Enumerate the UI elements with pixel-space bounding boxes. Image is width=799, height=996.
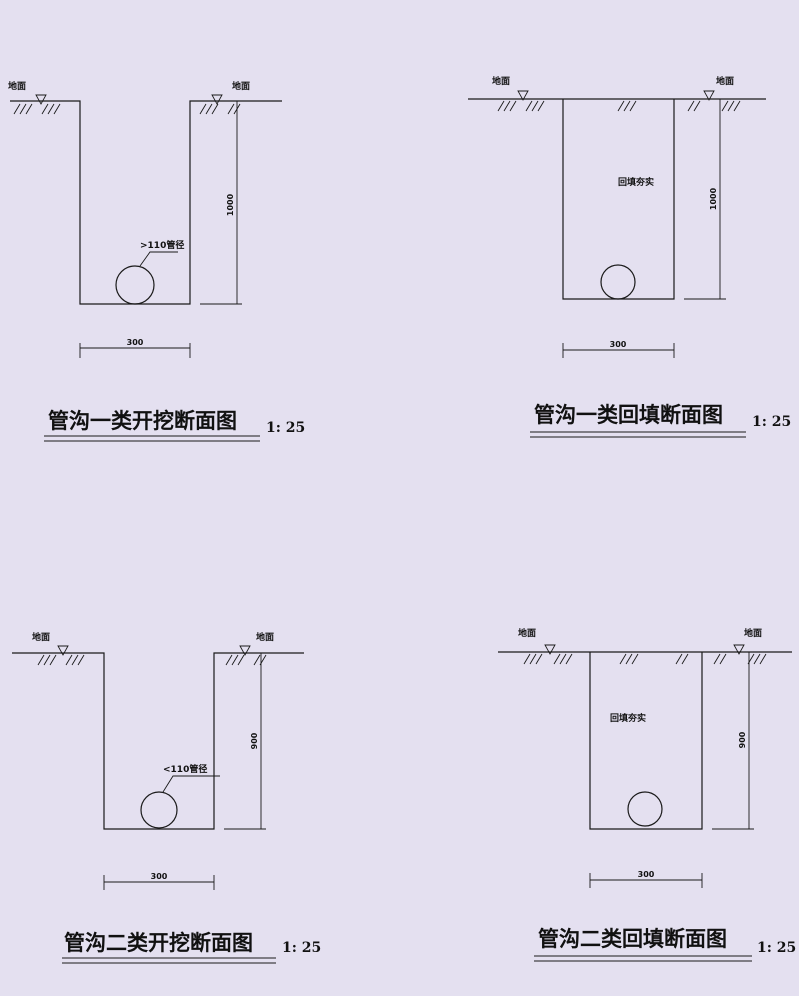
backfill-label: 回填夯实 xyxy=(610,712,646,724)
ground-level-marker-icon xyxy=(239,645,251,656)
scale-label: 1: 25 xyxy=(757,940,796,956)
drawing-class1-excavation: 地面 地面 1000 >110管径 300 管沟一类开挖断面图 1: 25 xyxy=(8,80,305,442)
ground-label-left: 地面 xyxy=(32,631,50,643)
title-underline xyxy=(44,435,260,442)
depth-dimension-line xyxy=(712,652,754,830)
depth-label: 900 xyxy=(250,732,259,749)
width-label: 300 xyxy=(127,338,144,347)
title-underline xyxy=(534,955,752,962)
trench-outline xyxy=(10,100,282,305)
drawing-class1-backfill: 地面 地面 回填夯实 1000 300 管沟一类回填断面图 1: 25 xyxy=(468,75,791,438)
drawing-class2-backfill: 地面 地面 回填夯实 900 300 管沟二类回填断面图 1: 25 xyxy=(498,627,796,962)
ground-label-left: 地面 xyxy=(8,80,26,92)
ground-level-marker-icon xyxy=(733,644,745,655)
trench-outline xyxy=(12,652,304,830)
pipe-circle-icon xyxy=(140,791,178,829)
pipe-leader-line xyxy=(162,775,220,793)
ground-level-marker-icon xyxy=(517,90,529,101)
trench-outline xyxy=(589,652,703,830)
ground-label-right: 地面 xyxy=(744,627,762,639)
depth-dimension-line xyxy=(200,101,242,305)
ground-level-marker-icon xyxy=(35,94,47,105)
soil-hatch-icon xyxy=(37,654,267,666)
soil-hatch-icon xyxy=(497,100,741,112)
ground-label-left: 地面 xyxy=(518,627,536,639)
pipe-circle-icon xyxy=(115,265,155,305)
width-label: 300 xyxy=(151,872,168,881)
soil-hatch-icon xyxy=(523,653,767,665)
width-label: 300 xyxy=(610,340,627,349)
width-dimension-line xyxy=(589,873,703,888)
ground-level-marker-icon xyxy=(57,645,69,656)
depth-label: 1000 xyxy=(226,193,235,216)
pipe-leader-line xyxy=(139,251,178,267)
ground-level-marker-icon xyxy=(703,90,715,101)
backfill-label: 回填夯实 xyxy=(618,176,654,188)
ground-label-right: 地面 xyxy=(232,80,250,92)
scale-label: 1: 25 xyxy=(266,420,305,436)
trench-outline xyxy=(562,99,675,300)
pipe-label: <110管径 xyxy=(163,763,207,775)
drawing-title: 管沟二类开挖断面图 xyxy=(64,930,253,955)
title-underline xyxy=(530,431,746,438)
depth-label: 900 xyxy=(738,731,747,748)
width-dimension-line xyxy=(562,343,675,358)
ground-level-marker-icon xyxy=(211,94,223,105)
ground-label-left: 地面 xyxy=(492,75,510,87)
width-dimension-line xyxy=(79,343,191,358)
width-label: 300 xyxy=(638,870,655,879)
drawing-title: 管沟二类回填断面图 xyxy=(538,926,727,951)
pipe-circle-icon xyxy=(627,791,663,827)
depth-dimension-line xyxy=(684,99,726,300)
pipe-circle-icon xyxy=(600,264,636,300)
ground-level-marker-icon xyxy=(544,644,556,655)
scale-label: 1: 25 xyxy=(282,940,321,956)
ground-label-right: 地面 xyxy=(716,75,734,87)
scale-label: 1: 25 xyxy=(752,414,791,430)
soil-hatch-icon xyxy=(13,103,241,115)
title-underline xyxy=(62,957,276,964)
drawing-class2-excavation: 地面 地面 900 <110管径 300 管沟二类开挖断面图 1: 25 xyxy=(12,631,321,964)
pipe-label: >110管径 xyxy=(140,239,184,251)
depth-label: 1000 xyxy=(709,187,718,210)
depth-dimension-line xyxy=(224,653,266,830)
ground-label-right: 地面 xyxy=(256,631,274,643)
drawing-title: 管沟一类开挖断面图 xyxy=(48,408,237,433)
width-dimension-line xyxy=(103,875,215,890)
drawing-title: 管沟一类回填断面图 xyxy=(534,402,723,427)
